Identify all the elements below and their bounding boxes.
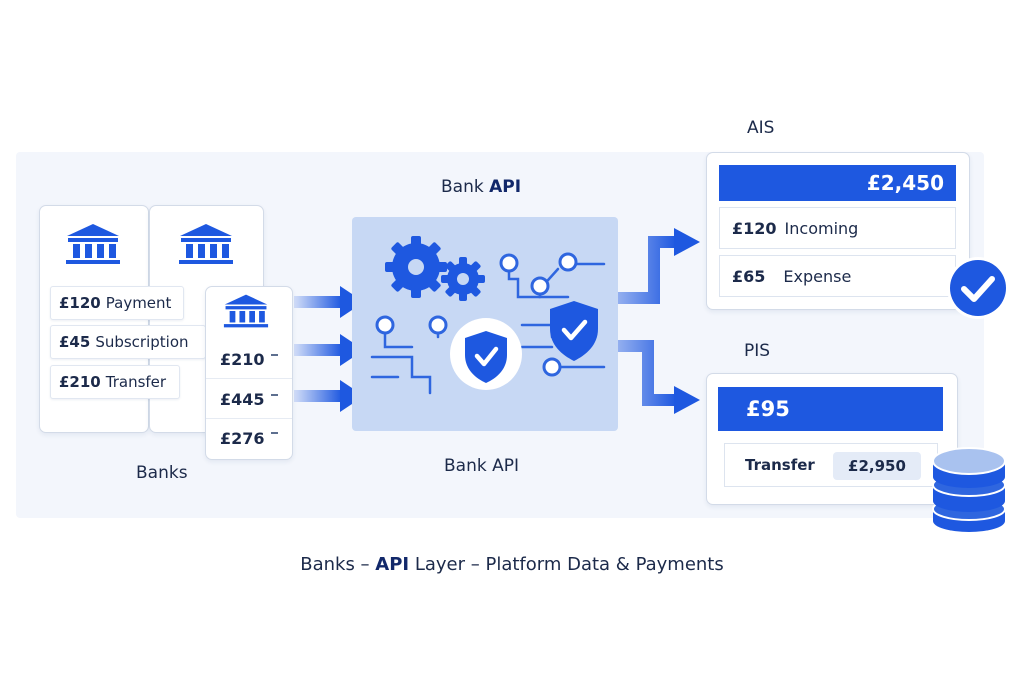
mini-row: £210 [206, 341, 292, 379]
transaction-row: £210 Transfer [50, 365, 180, 399]
gear-icon [385, 236, 447, 298]
caption-part-1: Banks – [300, 554, 376, 575]
database-icon [932, 447, 1006, 532]
mini-row-amount: £210 [220, 350, 265, 369]
ais-balance: £2,450 [866, 171, 944, 195]
bank-icon [66, 224, 120, 264]
bank-icon [179, 224, 233, 264]
ais-row-label: Incoming [784, 218, 859, 238]
shield-check-icon [450, 318, 522, 390]
pis-transfer-amount: £2,950 [833, 452, 921, 480]
ais-row: £120 Incoming [719, 207, 956, 249]
caption-part-3: Layer – Platform Data & Payments [409, 554, 724, 575]
pis-transfer-label: Transfer [745, 456, 815, 474]
dash-mark [271, 393, 278, 396]
mini-row: £276 [206, 419, 292, 457]
shield-check-icon [550, 301, 598, 361]
bank-api-title-prefix: Bank [441, 177, 490, 197]
api-network-graphic [370, 236, 606, 395]
bank-api-title: Bank API [441, 177, 521, 197]
ais-row-label: Expense [783, 266, 852, 286]
bank-card-front: £210 £445 £276 [205, 286, 293, 460]
ais-label: AIS [747, 118, 775, 138]
pis-amount-bar: £95 [718, 387, 943, 431]
pis-label: PIS [744, 341, 771, 361]
transaction-label: Transfer [105, 373, 167, 391]
arrow-right-icon [618, 228, 700, 304]
check-circle-icon [947, 257, 1009, 319]
transaction-amount: £210 [59, 373, 101, 391]
dash-mark [271, 353, 278, 356]
ais-row: £65 Expense [719, 255, 956, 297]
bank-icon [223, 294, 269, 328]
transaction-row: £45 Subscription [50, 325, 206, 359]
bank-api-title-bold: API [489, 177, 522, 197]
mini-row-amount: £276 [220, 428, 265, 448]
ais-row-amount: £65 [732, 266, 766, 286]
pis-amount: £95 [746, 397, 790, 421]
transaction-amount: £45 [59, 333, 91, 351]
diagram-caption: Banks – API Layer – Platform Data & Paym… [0, 554, 1024, 575]
caption-part-2: API [375, 554, 410, 575]
pis-transfer-row: Transfer £2,950 [724, 443, 938, 487]
mini-row-amount: £445 [220, 390, 265, 409]
outbound-arrows [618, 228, 700, 414]
transaction-row: £120 Payment [50, 286, 184, 320]
bank-api-label: Bank API [444, 456, 519, 476]
mini-row: £445 [206, 381, 292, 419]
ais-balance-bar: £2,450 [719, 165, 956, 201]
ais-row-amount: £120 [732, 218, 777, 238]
arrow-right-icon [618, 340, 700, 414]
transaction-label: Payment [105, 294, 172, 312]
transaction-amount: £120 [59, 294, 101, 312]
banks-label: Banks [136, 463, 188, 483]
transaction-label: Subscription [95, 333, 189, 351]
dash-mark [271, 432, 278, 434]
gear-icon [441, 257, 485, 301]
